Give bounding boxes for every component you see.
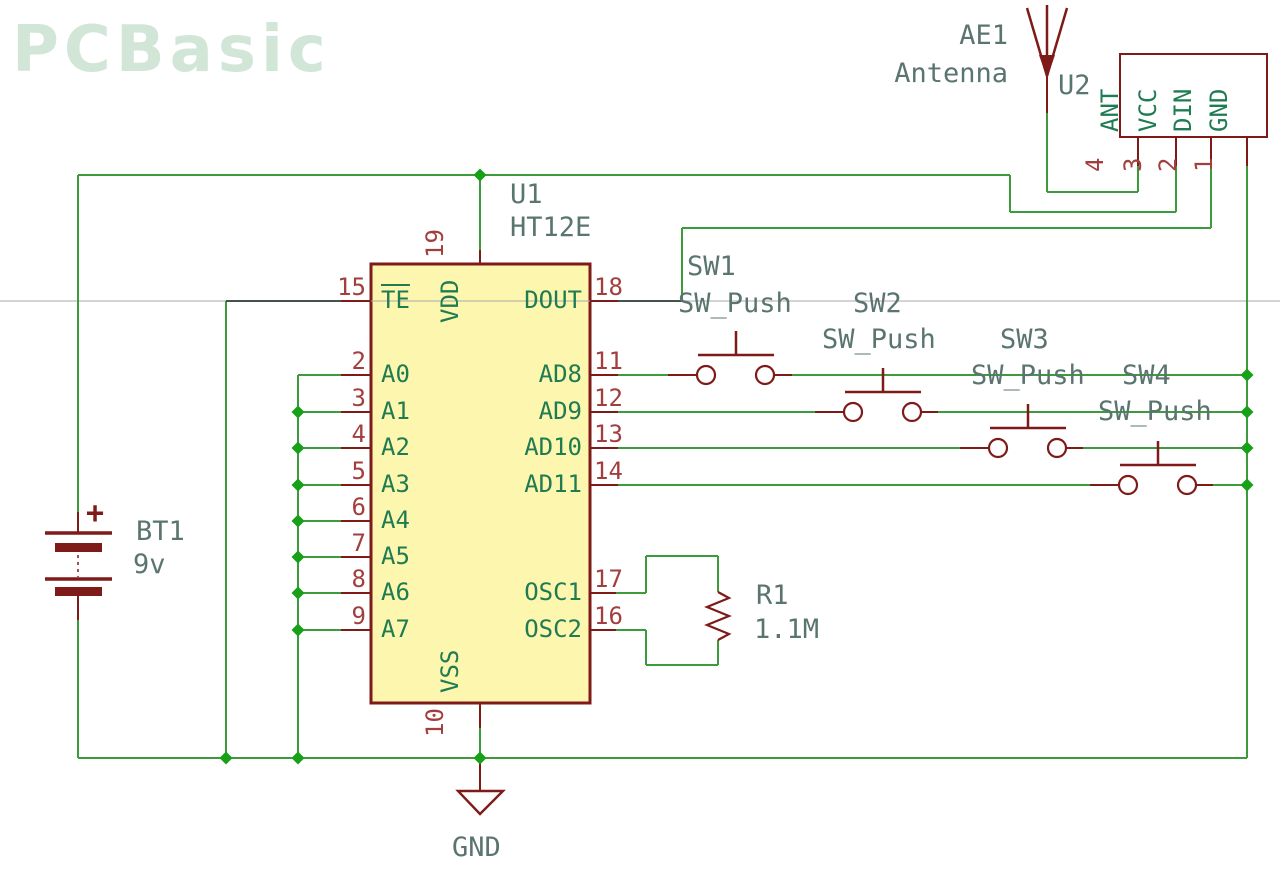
pin-number-12: 12 <box>594 384 623 412</box>
u2-reference: U2 <box>1058 70 1091 101</box>
sw2-value: SW_Push <box>822 324 936 355</box>
pin-number-18: 18 <box>594 273 623 301</box>
resistor-icon <box>704 591 732 641</box>
antenna-net-wires <box>1046 113 1139 193</box>
pin-name-a5: A5 <box>381 542 410 570</box>
pin-name-a0: A0 <box>381 360 410 388</box>
pin-number-ant-4: 4 <box>1081 157 1109 172</box>
pin-number-7: 7 <box>351 529 366 557</box>
sw4-value: SW_Push <box>1098 396 1212 427</box>
sw3-reference: SW3 <box>1000 324 1049 355</box>
pin-number-9: 9 <box>351 602 366 630</box>
pin-name-dout: DOUT <box>524 286 582 314</box>
pin-number-13: 13 <box>594 420 623 448</box>
switch-sw1-icon <box>695 331 776 386</box>
pin-name-vcc: VCC <box>1134 88 1162 132</box>
battery-plus-sign: + <box>86 496 105 531</box>
ae1-reference: AE1 <box>959 20 1008 51</box>
address-pin-wires <box>298 374 341 631</box>
bt1-reference: BT1 <box>136 516 185 547</box>
battery-icon <box>45 531 112 596</box>
pin-number-14: 14 <box>594 457 623 485</box>
sw1-reference: SW1 <box>687 251 736 282</box>
ae1-value: Antenna <box>894 58 1008 89</box>
pin-number-19: 19 <box>421 229 449 258</box>
pin-number-17: 17 <box>594 565 623 593</box>
pin-name-vss: VSS <box>436 649 464 693</box>
pin-name-a2: A2 <box>381 433 410 461</box>
ht12e-ic-body <box>369 262 592 705</box>
dout-to-din-wires <box>226 166 1212 302</box>
ic-pin-stubs <box>77 76 1248 791</box>
bt1-value: 9v <box>133 549 166 580</box>
switch-sw2-icon <box>842 368 923 423</box>
rf-module-body <box>1119 53 1268 138</box>
u1-reference: U1 <box>510 179 543 210</box>
pin-number-10: 10 <box>421 708 449 737</box>
pin-number-6: 6 <box>351 493 366 521</box>
pin-name-ant: ANT <box>1096 88 1124 132</box>
pin-name-te: TE <box>381 286 410 314</box>
pin-name-a7: A7 <box>381 615 410 643</box>
pin-number-5: 5 <box>351 457 366 485</box>
pin-number-4: 4 <box>351 420 366 448</box>
pin-name-osc2: OSC2 <box>524 615 582 643</box>
pcbasic-logo: PCBasic <box>12 13 331 87</box>
ground-net-wires <box>77 166 1248 759</box>
sw2-reference: SW2 <box>853 288 902 319</box>
switch-row-wires <box>618 374 1247 486</box>
u1-value: HT12E <box>510 212 592 243</box>
power-net-wires <box>77 166 1177 512</box>
pin-number-din-2: 2 <box>1154 157 1182 172</box>
pin-number-vcc-3: 3 <box>1119 157 1147 172</box>
sw3-value: SW_Push <box>971 360 1085 391</box>
pin-name-a4: A4 <box>381 506 410 534</box>
sw1-value: SW_Push <box>678 288 792 319</box>
pin-number-3: 3 <box>351 384 366 412</box>
junction-dots <box>219 168 1254 765</box>
switch-sw3-icon <box>987 404 1068 459</box>
pin-number-2: 2 <box>351 347 366 375</box>
pin-name-ad9: AD9 <box>538 397 582 425</box>
pin-number-gnd-1: 1 <box>1190 157 1218 172</box>
r1-reference: R1 <box>756 580 789 611</box>
switch-sw4-icon <box>1117 441 1198 496</box>
pin-number-15: 15 <box>337 273 366 301</box>
pin-name-a6: A6 <box>381 578 410 606</box>
sw4-reference: SW4 <box>1122 360 1171 391</box>
gnd-symbol-icon <box>455 789 506 816</box>
pin-name-ad11: AD11 <box>524 470 582 498</box>
pin-name-ad10: AD10 <box>524 433 582 461</box>
pin-name-din: DIN <box>1169 88 1197 132</box>
pin-name-vdd: VDD <box>436 279 464 323</box>
r1-value: 1.1M <box>754 614 820 645</box>
antenna-icon <box>1025 5 1069 78</box>
oscillator-loop-wires <box>616 555 719 666</box>
pin-number-16: 16 <box>594 602 623 630</box>
pin-number-11: 11 <box>594 347 623 375</box>
pin-name-gnd-u2: GND <box>1205 88 1233 132</box>
pin-number-8: 8 <box>351 565 366 593</box>
pin-name-ad8: AD8 <box>538 360 582 388</box>
pin-name-a3: A3 <box>381 470 410 498</box>
pin-name-osc1: OSC1 <box>524 578 582 606</box>
gnd-label: GND <box>452 832 501 863</box>
pin-name-a1: A1 <box>381 397 410 425</box>
